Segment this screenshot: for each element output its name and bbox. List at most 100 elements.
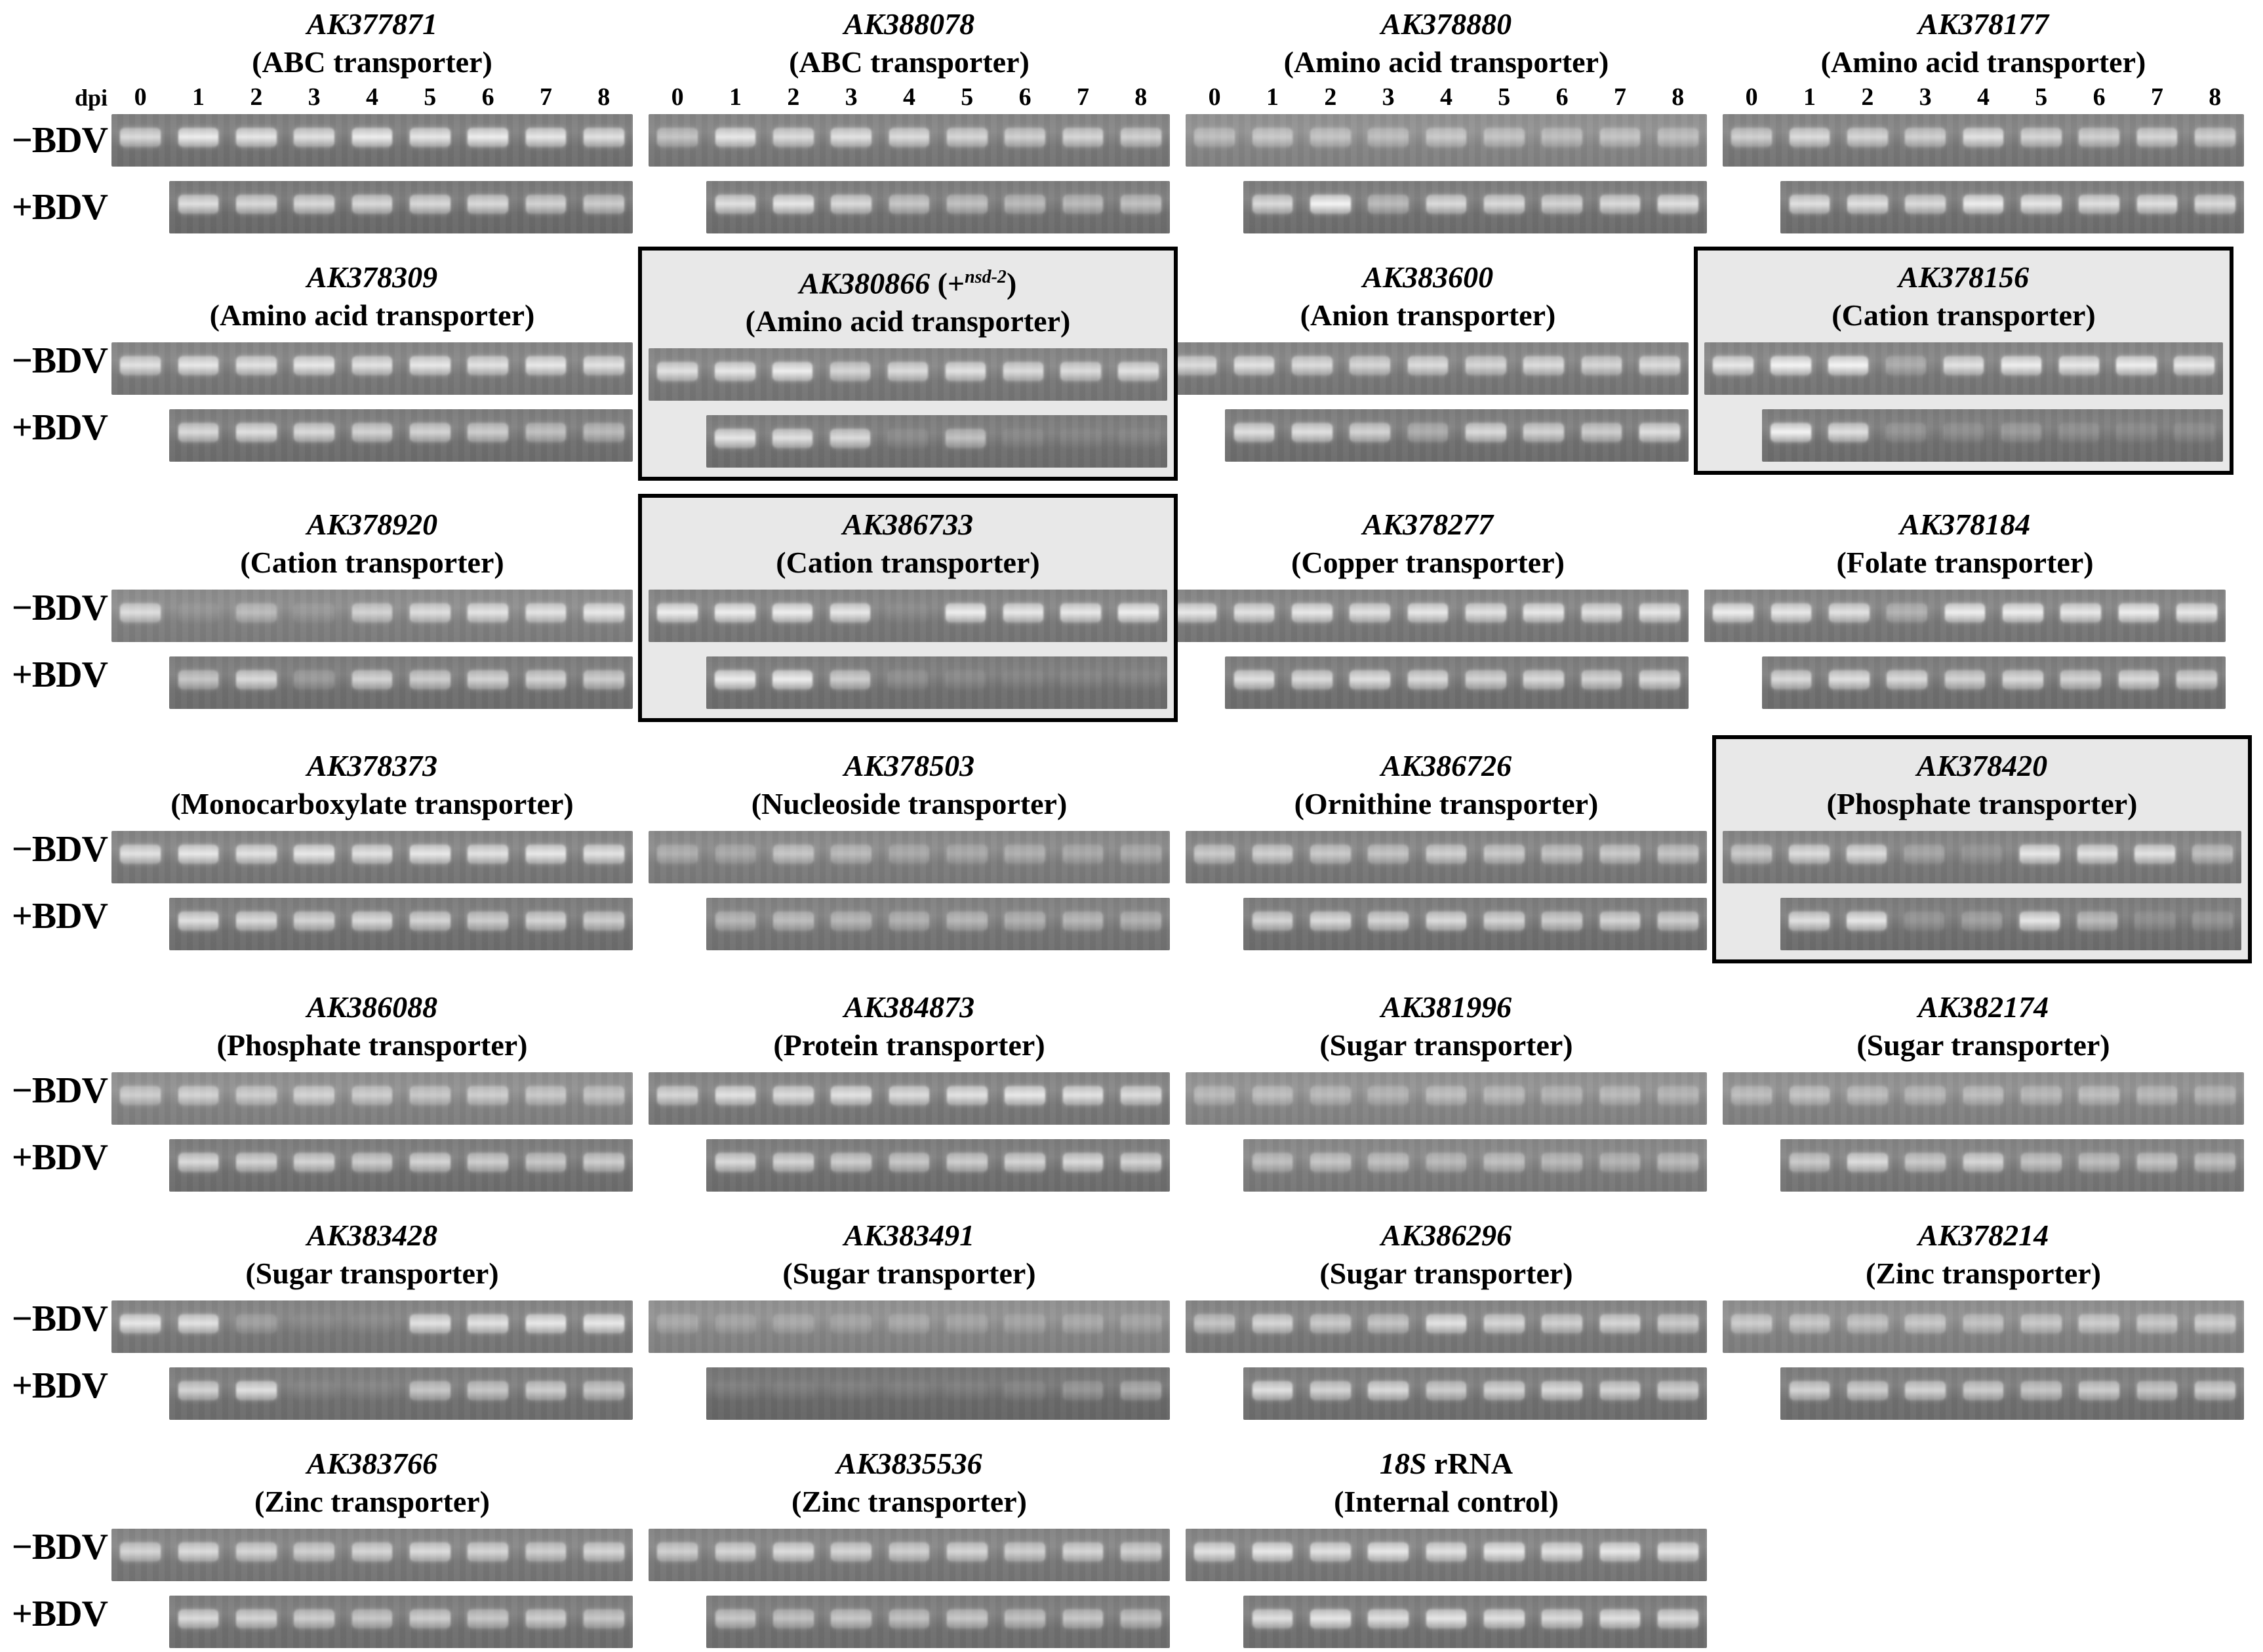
gene-panel: AK383428(Sugar transporter)	[111, 1217, 633, 1420]
gel-band	[294, 670, 335, 689]
gel-band	[235, 603, 277, 622]
gel-band	[2079, 127, 2120, 147]
gene-id: AK386726	[1380, 749, 1512, 783]
gel-band	[1368, 194, 1409, 214]
gel-band	[351, 422, 393, 442]
gel-band	[178, 1153, 219, 1172]
gel-band	[525, 127, 567, 147]
gene-title: AK383491	[649, 1217, 1170, 1255]
gel-band	[1789, 845, 1830, 864]
dpi-tick: 0	[1745, 83, 1758, 111]
dpi-tick: 7	[1613, 83, 1626, 111]
gel-band	[235, 1314, 277, 1333]
gel-band	[468, 194, 509, 214]
gel-band	[1789, 912, 1830, 931]
gel-band	[2176, 603, 2217, 622]
gel-band	[525, 845, 567, 864]
gel-strip-plus-bdv	[1243, 181, 1707, 233]
gel-band	[1639, 355, 1680, 375]
gel-band	[1310, 845, 1351, 864]
gel-band	[178, 355, 219, 375]
gel-band	[657, 845, 698, 864]
gel-band	[1233, 670, 1275, 689]
gel-spacer	[649, 582, 1167, 590]
gel-band	[120, 355, 161, 375]
gel-band	[2194, 1086, 2235, 1105]
gel-band	[1407, 422, 1449, 442]
gene-title: AK378277	[1167, 506, 1689, 544]
gel-strip-minus-bdv	[1186, 1300, 1707, 1354]
gel-band	[1194, 1542, 1235, 1561]
gene-panel: AK383766(Zinc transporter)	[111, 1445, 633, 1649]
gel-band	[1060, 429, 1101, 448]
gel-band	[1310, 1381, 1351, 1400]
gel-band	[945, 670, 986, 689]
gel-band	[831, 1609, 872, 1628]
gel-band	[1176, 355, 1217, 375]
gel-band	[831, 1153, 872, 1172]
gene-id: AK383600	[1362, 260, 1494, 294]
gel-band	[294, 1153, 335, 1172]
gel-band	[1005, 1086, 1046, 1105]
gel-band	[772, 845, 814, 864]
gel-band	[1465, 603, 1506, 622]
gel-strip-minus-bdv	[1704, 342, 2223, 395]
gel-band	[235, 422, 277, 442]
gel-band	[1252, 1381, 1293, 1400]
gel-band	[409, 422, 451, 442]
gel-band	[1657, 1314, 1698, 1333]
gel-spacer	[649, 340, 1167, 348]
gel-band	[1943, 422, 1984, 442]
gel-band	[583, 1542, 624, 1561]
gel-band	[178, 845, 219, 864]
gel-band	[1542, 912, 1583, 931]
gene-description: (Copper transporter)	[1291, 546, 1565, 580]
gel-band	[831, 1314, 872, 1333]
gel-band	[1426, 127, 1467, 147]
gel-band	[2079, 194, 2120, 214]
gel-band	[1599, 127, 1641, 147]
gel-band	[1426, 845, 1467, 864]
gel-band	[1368, 1609, 1409, 1628]
gene-panel: AK378309(Amino acid transporter)	[111, 258, 633, 462]
minus-bdv-label: −BDV	[11, 829, 108, 870]
gel-band	[1291, 355, 1332, 375]
gel-band	[889, 1542, 930, 1561]
gel-band	[1310, 1314, 1351, 1333]
gel-band	[1060, 670, 1101, 689]
gel-band	[1731, 845, 1772, 864]
gel-band	[2192, 845, 2233, 864]
gel-band	[1657, 1086, 1698, 1105]
gel-strip-minus-bdv	[649, 348, 1167, 401]
gene-description: (Folate transporter)	[1836, 546, 2094, 580]
dpi-tick: 2	[250, 83, 263, 111]
gel-band	[1120, 845, 1161, 864]
gel-strip-minus-bdv	[1186, 114, 1707, 167]
dpi-tick: 2	[1324, 83, 1337, 111]
gel-band	[1713, 355, 1753, 375]
gel-strip-minus-bdv	[1723, 1072, 2244, 1125]
dpi-tick: 8	[597, 83, 611, 111]
gel-band	[1003, 670, 1044, 689]
gel-band	[1731, 127, 1772, 147]
gel-band	[1542, 1086, 1583, 1105]
gel-band	[772, 362, 813, 381]
gel-band	[468, 127, 509, 147]
gel-band	[1581, 603, 1622, 622]
gel-band	[409, 355, 451, 375]
gel-band	[583, 670, 624, 689]
gene-id: AK378214	[1917, 1219, 2049, 1253]
gene-panel: AK386088(Phosphate transporter)	[111, 988, 633, 1192]
gel-band	[2192, 912, 2233, 931]
gel-strip-minus-bdv	[111, 590, 633, 643]
gel-band	[1233, 603, 1275, 622]
gel-band	[1062, 845, 1104, 864]
gene-panel: AK384873(Protein transporter)	[649, 988, 1170, 1192]
gel-band	[583, 1086, 624, 1105]
gel-band	[583, 355, 624, 375]
gel-band	[235, 194, 277, 214]
gel-strip-minus-bdv	[1723, 1300, 2244, 1354]
gel-band	[1581, 355, 1622, 375]
